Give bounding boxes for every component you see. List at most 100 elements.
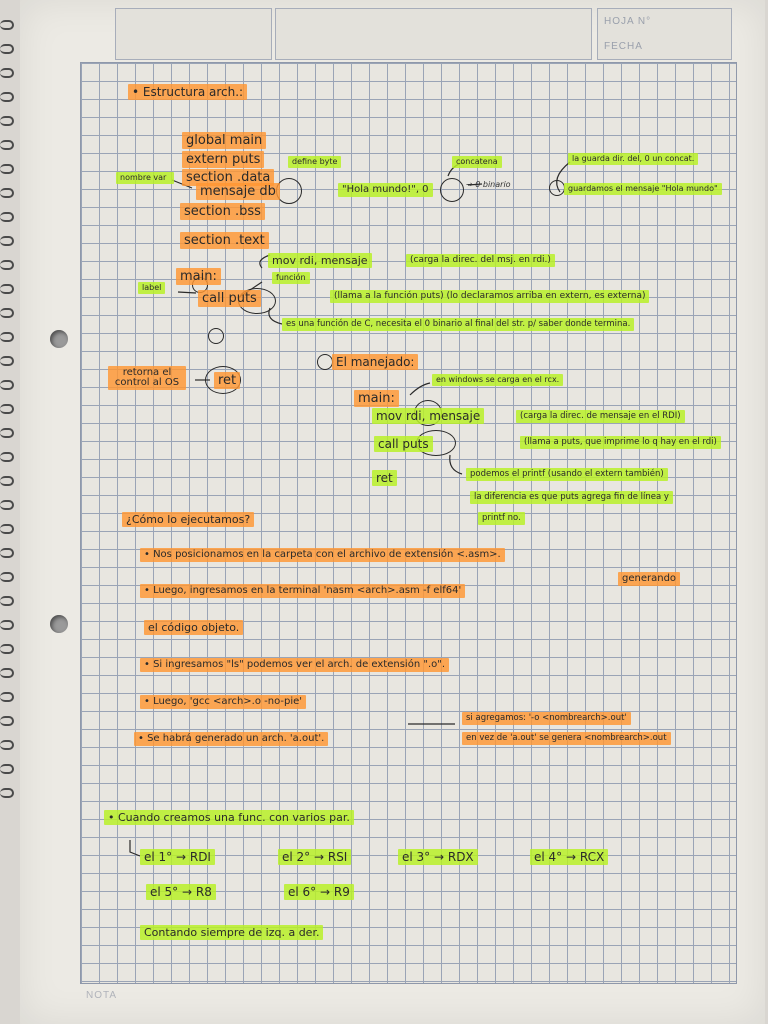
spiral-ring: [0, 284, 14, 294]
note-main: main:: [176, 268, 221, 285]
spiral-ring: [0, 452, 14, 462]
spiral-ring: [0, 116, 14, 126]
spiral-ring: [0, 428, 14, 438]
note-paso-2b: el código objeto.: [144, 620, 244, 635]
note-section-data: section .data: [182, 169, 275, 186]
note-param-6: el 6° → R9: [284, 884, 354, 900]
note-mov-rdi: mov rdi, mensaje: [268, 253, 372, 268]
spiral-ring: [0, 692, 14, 702]
note-param-5: el 5° → R8: [146, 884, 216, 900]
note-concatena: concatena: [452, 156, 502, 168]
note-generando: generando: [618, 572, 681, 586]
note-section-text: section .text: [180, 232, 269, 249]
spiral-ring: [0, 20, 14, 30]
note-paso-5: • Se habrá generado un arch. 'a.out'.: [134, 732, 329, 746]
spiral-ring: [0, 332, 14, 342]
circle-mark: [205, 366, 241, 394]
note-funcion: función: [272, 272, 310, 284]
note-como-ejecutamos: ¿Cómo lo ejecutamos?: [122, 512, 255, 527]
header-box-left: [115, 8, 272, 60]
spiral-ring: [0, 356, 14, 366]
note-diferencia: la diferencia es que puts agrega fin de …: [470, 491, 673, 504]
spiral-ring: [0, 548, 14, 558]
spiral-ring: [0, 788, 14, 798]
circle-mark: [208, 328, 224, 344]
spiral-ring: [0, 188, 14, 198]
note-paso-3: • Si ingresamos "ls" podemos ver el arch…: [140, 658, 450, 672]
spiral-ring: [0, 572, 14, 582]
hoja-label: HOJA N°: [604, 16, 652, 27]
note-cuando-creamos: • Cuando creamos una func. con varios pa…: [104, 810, 354, 825]
note-label: label: [138, 282, 166, 294]
note-call-puts-2: call puts: [374, 436, 433, 452]
punch-hole: [50, 330, 68, 348]
note-llama-puts-2: (llama a puts, que imprime lo q hay en e…: [520, 436, 721, 449]
note-param-1: el 1° → RDI: [140, 849, 215, 865]
note-paso-2: • Luego, ingresamos en la terminal 'nasm…: [140, 584, 466, 598]
spiral-ring: [0, 476, 14, 486]
note-en-windows: en windows se carga en el rcx.: [432, 374, 564, 386]
note-guarda-dir: la guarda dir. del, 0 un concat.: [568, 153, 699, 165]
note-paso-1: • Nos posicionamos en la carpeta con el …: [140, 548, 505, 562]
note-extern-puts: extern puts: [182, 151, 265, 168]
nota-label: NOTA: [86, 990, 118, 1001]
header-box-right: [597, 8, 732, 60]
note-param-3: el 3° → RDX: [398, 849, 478, 865]
note-call-puts: call puts: [198, 290, 261, 307]
spiral-ring: [0, 140, 14, 150]
note-en-vez: en vez de 'a.out' se genera <nombrearch>…: [462, 732, 671, 745]
spiral-ring: [0, 236, 14, 246]
note-carga-dir: (carga la direc. del msj. en rdi.): [406, 254, 555, 267]
note-section-bss: section .bss: [180, 203, 265, 220]
note-mensaje-db: mensaje db: [196, 183, 280, 200]
note-paso-4: • Luego, 'gcc <arch>.o -no-pie': [140, 695, 307, 709]
spiral-ring: [0, 404, 14, 414]
spiral-ring: [0, 764, 14, 774]
note-hola-mundo: "Hola mundo!", 0: [338, 183, 433, 197]
note-es-funcion-c: es una función de C, necesita el 0 binar…: [282, 318, 635, 331]
spiral-ring: [0, 308, 14, 318]
note-podemos-printf: podemos el printf (usando el extern tamb…: [466, 468, 668, 481]
spiral-ring: [0, 524, 14, 534]
spiral-ring: [0, 620, 14, 630]
spiral-ring: [0, 716, 14, 726]
note-llama-puts: (llama a la función puts) (lo declaramos…: [330, 290, 650, 303]
note-cero-binario: → 0 binario: [466, 180, 511, 189]
note-ret-2: ret: [372, 470, 397, 486]
spiral-ring: [0, 212, 14, 222]
circle-mark: [276, 178, 302, 204]
spiral-ring: [0, 44, 14, 54]
note-estructura: • Estructura arch.:: [128, 84, 248, 100]
fecha-label: FECHA: [604, 41, 643, 52]
spiral-ring: [0, 164, 14, 174]
spiral-ring: [0, 740, 14, 750]
spiral-ring: [0, 644, 14, 654]
note-printf-no: printf no.: [478, 512, 525, 525]
header-box-middle: [275, 8, 592, 60]
note-ret: ret: [214, 372, 241, 389]
spiral-ring: [0, 500, 14, 510]
note-param-4: el 4° → RCX: [530, 849, 609, 865]
note-param-2: el 2° → RSI: [278, 849, 352, 865]
note-main-2: main:: [354, 390, 399, 407]
spiral-ring: [0, 92, 14, 102]
grid-area: [80, 62, 737, 984]
circle-mark: [549, 180, 565, 196]
note-si-agregamos: si agregamos: '-o <nombrearch>.out': [462, 712, 631, 725]
note-global-main: global main: [182, 132, 267, 149]
note-guardamos-mensaje: guardamos el mensaje "Hola mundo": [564, 183, 722, 195]
note-retorna: retorna el control al OS: [108, 366, 186, 390]
note-carga-rdi-2: (carga la direc. de mensaje en el RDI): [516, 410, 685, 423]
note-define-byte: define byte: [288, 156, 342, 168]
note-contando: Contando siempre de izq. a der.: [140, 925, 324, 940]
spiral-ring: [0, 380, 14, 390]
note-mov-rdi-2: mov rdi, mensaje: [372, 408, 485, 424]
spiral-ring: [0, 68, 14, 78]
spiral-ring: [0, 668, 14, 678]
note-el-manejado: El manejado:: [332, 354, 419, 370]
note-nombre-var: nombre var: [116, 172, 174, 184]
circle-mark: [317, 354, 333, 370]
spiral-ring: [0, 260, 14, 270]
circle-mark: [440, 178, 464, 202]
spiral-ring: [0, 596, 14, 606]
